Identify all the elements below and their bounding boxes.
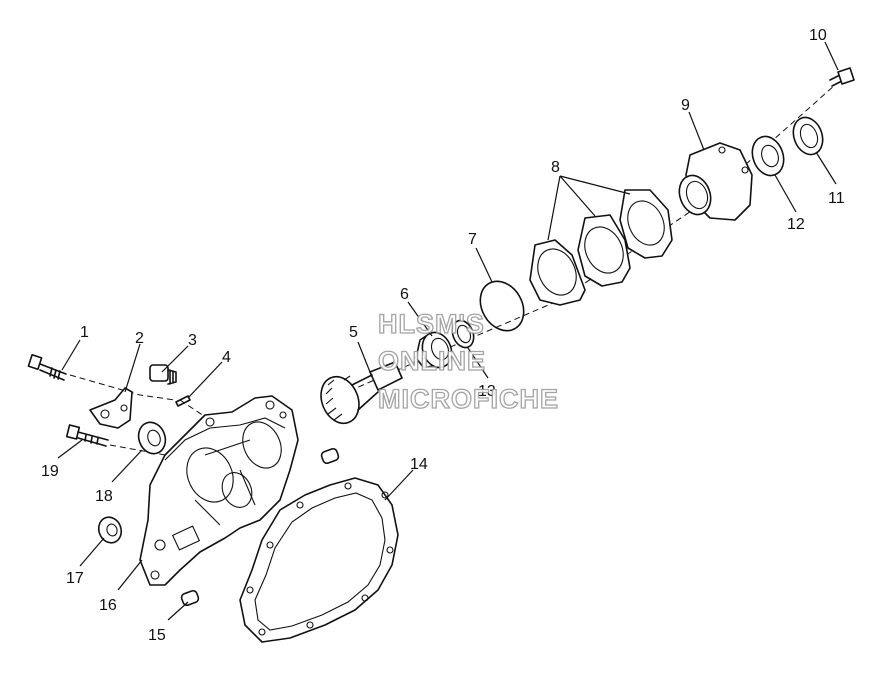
callout-5: 5 <box>349 324 358 341</box>
part-bearing-housing-9 <box>678 142 753 221</box>
part-dowel-upper <box>320 447 340 465</box>
part-o-ring-7 <box>479 280 525 332</box>
callout-numbers: 1 2 3 4 5 6 7 8 9 10 11 12 13 14 15 16 1… <box>41 27 845 644</box>
callout-leader-lines <box>57 41 839 621</box>
part-shim-gaskets-8 <box>529 189 673 306</box>
part-pinion-gear-5 <box>320 361 403 425</box>
callout-17: 17 <box>66 570 84 587</box>
callout-9: 9 <box>681 97 690 114</box>
callout-2: 2 <box>135 330 144 347</box>
watermark-line-2: ONLINE <box>378 346 486 376</box>
part-bolt-10 <box>829 67 855 87</box>
callout-1: 1 <box>80 324 89 341</box>
part-bearing-12 <box>751 135 785 177</box>
part-gearcase-housing-16 <box>139 395 299 586</box>
callout-18: 18 <box>95 488 113 505</box>
part-pin-4 <box>175 395 191 407</box>
part-plug-3 <box>149 364 177 385</box>
part-seal-18 <box>137 421 167 455</box>
callout-16: 16 <box>99 597 117 614</box>
callout-11: 11 <box>828 190 845 207</box>
callout-8: 8 <box>551 159 560 176</box>
callout-19: 19 <box>41 463 59 480</box>
part-seal-17 <box>97 516 123 544</box>
callout-4: 4 <box>222 349 231 366</box>
part-dowel-15 <box>180 589 200 607</box>
callout-15: 15 <box>148 627 166 644</box>
part-snap-ring-13 <box>451 319 475 349</box>
watermark: HLSM'S ONLINE MICROFICHE <box>377 308 559 414</box>
part-gasket-14 <box>239 477 399 643</box>
callout-7: 7 <box>468 231 477 248</box>
part-bolt-19 <box>65 424 109 447</box>
callout-3: 3 <box>188 332 197 349</box>
part-bolt-1 <box>27 353 67 381</box>
watermark-line-3: MICROFICHE <box>378 384 559 414</box>
watermark-line-1: HLSM'S <box>378 309 485 339</box>
callout-6: 6 <box>400 286 409 303</box>
part-bracket-2 <box>89 387 133 429</box>
callout-13: 13 <box>478 383 496 400</box>
part-seal-11 <box>792 116 824 156</box>
callout-10: 10 <box>809 27 827 44</box>
callout-12: 12 <box>787 216 805 233</box>
callout-14: 14 <box>410 456 428 473</box>
